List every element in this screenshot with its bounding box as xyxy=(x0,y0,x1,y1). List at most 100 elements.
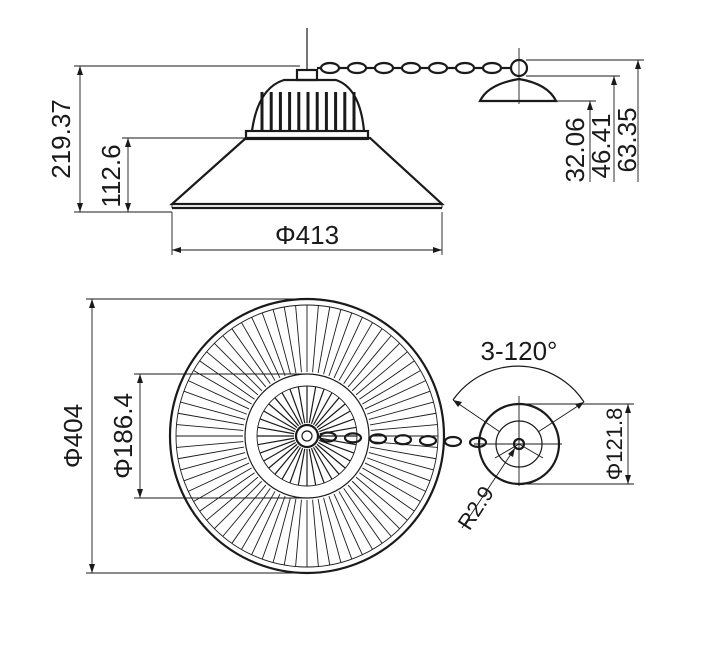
shade-rib xyxy=(338,322,373,381)
shade-rib xyxy=(343,328,383,384)
shade-rib xyxy=(359,472,415,512)
shade-rib xyxy=(369,412,437,426)
shade-cone xyxy=(169,136,445,206)
heatsink-fin-top xyxy=(274,397,300,427)
heatsink-fin-top xyxy=(259,418,295,433)
heatsink-fin-top xyxy=(312,392,333,426)
chain-link xyxy=(418,435,438,447)
shade-rib xyxy=(193,370,252,405)
shade-rib xyxy=(177,412,245,426)
shade-rib xyxy=(328,495,353,560)
shade-rib xyxy=(283,498,297,566)
shade-rib xyxy=(251,317,281,379)
shade-rib xyxy=(188,380,250,410)
heatsink-fin-top xyxy=(312,446,333,480)
shade-rib xyxy=(193,467,252,502)
shade-rib xyxy=(199,360,255,400)
inner-diameter-label: Φ186.4 xyxy=(108,393,138,479)
shade-rib xyxy=(355,351,408,396)
top-view: 3-120° Φ404 Φ186.4 Φ121.8 xyxy=(58,297,634,575)
mount-diameter-label: Φ121.8 xyxy=(602,408,627,481)
shade-rib xyxy=(214,480,263,529)
heatsink-fin-top xyxy=(263,410,297,431)
dim-outer-diameter: Φ404 xyxy=(58,298,307,574)
shade-rib xyxy=(362,467,421,502)
heatsink-fin-top xyxy=(316,403,346,429)
shade-rib xyxy=(241,322,276,381)
height-total-label: 219.37 xyxy=(46,99,76,179)
shade-rib xyxy=(199,472,255,512)
chain-link xyxy=(368,433,388,445)
shade-rib xyxy=(222,484,267,537)
heatsink-fins xyxy=(260,92,356,130)
heatsink-fin-top xyxy=(319,437,357,446)
heatsink-fin-top xyxy=(274,445,300,475)
shade-rib xyxy=(366,457,431,482)
heatsink-fin-top xyxy=(317,410,351,431)
shade-rib xyxy=(176,424,244,431)
dim-mount: 32.06 46.41 63.35 xyxy=(526,59,644,183)
heatsink-fin-top xyxy=(268,443,298,469)
heatsink-fin-top xyxy=(319,418,355,433)
shade-rib xyxy=(231,488,271,544)
shade-rib xyxy=(328,312,353,377)
heatsink-fin-top xyxy=(259,439,295,454)
shade-rib xyxy=(323,309,342,375)
dim-shade-height: 112.6 xyxy=(96,137,246,212)
shade-rib xyxy=(364,462,426,492)
chain-link xyxy=(319,61,341,75)
heatsink-fin-top xyxy=(268,403,298,429)
chain-link xyxy=(373,61,395,75)
dim-total-height: 219.37 xyxy=(46,65,300,213)
shade-rib xyxy=(312,499,319,567)
center-hub-core xyxy=(301,430,313,442)
heatsink-fin-top xyxy=(281,392,302,426)
shade-ribs xyxy=(176,305,438,567)
shade-rib xyxy=(355,476,408,521)
shade-rib xyxy=(251,493,281,555)
hanger-hub xyxy=(295,68,319,82)
shade-rib xyxy=(214,343,263,392)
shade-rib xyxy=(366,390,431,415)
shade-rib xyxy=(333,317,363,379)
chain-link xyxy=(468,436,488,448)
shade-rib xyxy=(317,498,331,566)
shade-diameter-label: Φ413 xyxy=(275,220,339,250)
shade-rib xyxy=(176,441,244,448)
heatsink-fin-top xyxy=(257,426,295,435)
shade-rib xyxy=(359,360,415,400)
chain-link xyxy=(343,432,363,444)
chain-link xyxy=(346,61,368,75)
angle-arc xyxy=(452,365,585,403)
shade-rib xyxy=(364,380,426,410)
heatsink-fins-top xyxy=(257,386,357,486)
shade-rib xyxy=(188,462,250,492)
chain-link xyxy=(481,61,503,75)
shade-rib xyxy=(231,328,271,384)
mount-dim-3-label: 63.35 xyxy=(612,107,642,172)
shade-rib xyxy=(343,488,383,544)
suspension-chain-top xyxy=(318,431,488,448)
shade-rib xyxy=(261,495,286,560)
shade-rib xyxy=(333,493,363,555)
shade-rib xyxy=(183,390,248,415)
heatsink-fin-top xyxy=(281,446,302,480)
shade-rib xyxy=(272,497,291,563)
shade-rib xyxy=(295,499,302,567)
shade-rib xyxy=(177,446,245,460)
shade-rib xyxy=(323,497,342,563)
heatsink-fin-top xyxy=(263,441,297,462)
suspension-chain xyxy=(317,61,510,75)
shade-rib xyxy=(272,309,291,375)
shade-rib xyxy=(370,424,438,431)
dim-inner-diameter: Φ186.4 xyxy=(108,373,307,499)
outer-diameter-label: Φ404 xyxy=(58,404,88,468)
shade-rib xyxy=(312,305,319,373)
heatsink-fin-top xyxy=(289,388,304,424)
heatsink-fin-top xyxy=(316,443,346,469)
height-shade-label: 112.6 xyxy=(96,144,126,207)
shade-rib xyxy=(338,491,373,550)
shade-rib xyxy=(347,484,392,537)
shade-rib xyxy=(351,480,400,529)
shade-rib xyxy=(180,452,246,471)
